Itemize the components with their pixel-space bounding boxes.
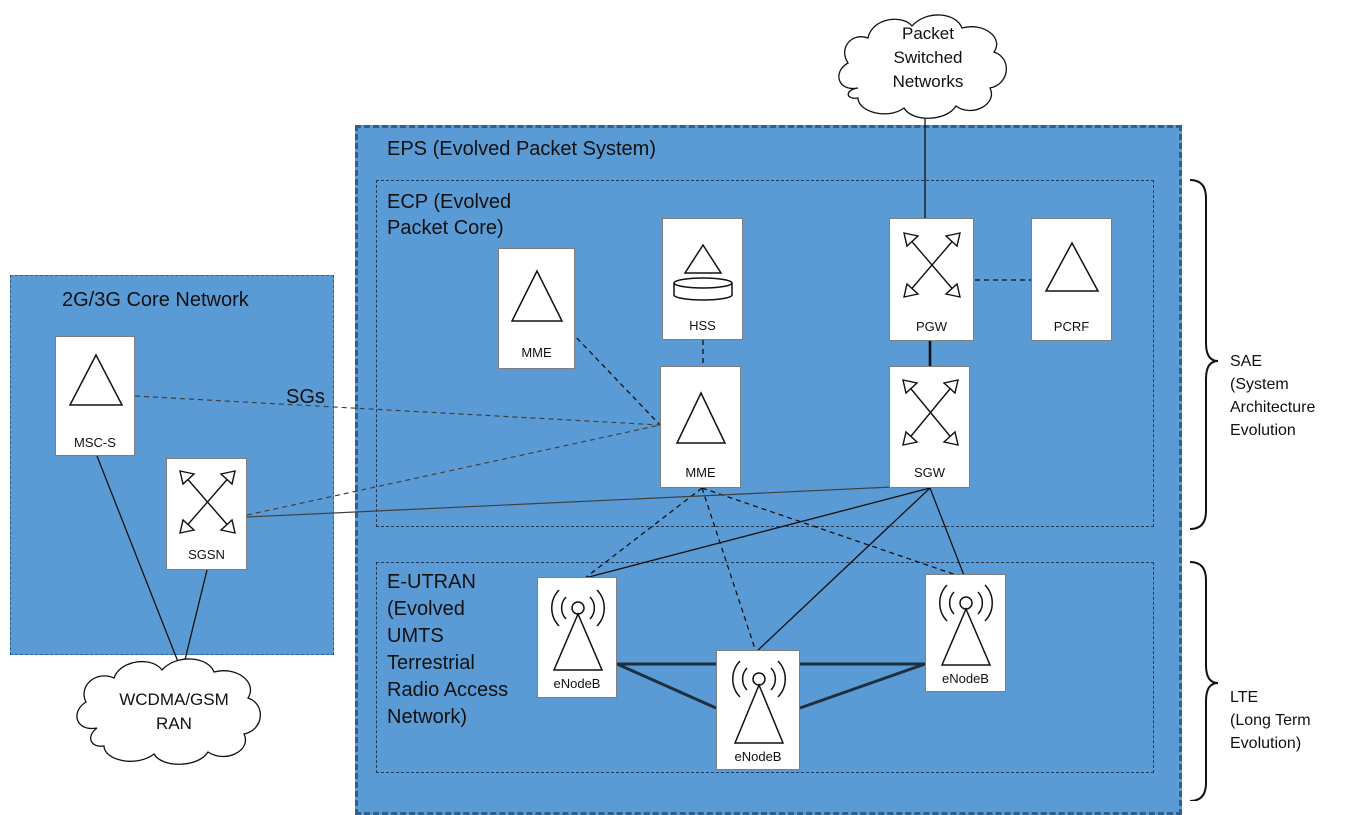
eutran-label: E-UTRAN (Evolved UMTS Terrestrial Radio … <box>387 571 509 728</box>
mme-main-label: MME <box>685 465 716 480</box>
enodeb-left-label: eNodeB <box>553 676 601 691</box>
pcrf-node[interactable]: PCRF <box>1031 218 1112 341</box>
link-sgw-enb-right <box>929 487 966 579</box>
link-mme-enb-mid <box>701 487 757 653</box>
enodeb-right-label: eNodeB <box>942 671 989 686</box>
link-sgw-enb-mid <box>755 487 931 653</box>
link-mme-left-mme <box>551 311 661 426</box>
router-cross-arrows-icon <box>179 470 236 534</box>
hss-node[interactable]: HSS <box>662 218 743 340</box>
triangle-icon <box>68 353 124 406</box>
eps-label: EPS (Evolved Packet System) <box>387 138 656 160</box>
database-triangle-icon <box>673 243 733 301</box>
link-sgw-enb-left <box>584 487 931 579</box>
antenna-tower-icon <box>939 584 993 666</box>
mme-left-node[interactable]: MME <box>498 248 575 369</box>
antenna-tower-icon <box>551 589 605 671</box>
link-sgsn-sgw <box>246 486 894 518</box>
link-enb-left-enb-mid <box>616 662 717 710</box>
enodeb-mid-node[interactable]: eNodeB <box>716 650 800 770</box>
triangle-icon <box>675 391 727 444</box>
ecp-region <box>376 180 1154 527</box>
link-sgsn-mme <box>246 424 661 516</box>
mme-left-label: MME <box>521 345 552 360</box>
enodeb-right-node[interactable]: eNodeB <box>925 574 1006 692</box>
packet-switched-networks-label: Packet Switched Networks <box>892 24 964 91</box>
sgs-interface-label: SGs <box>286 386 325 408</box>
core-2g3g-label: 2G/3G Core Network <box>62 289 249 311</box>
ecp-label: ECP (Evolved Packet Core) <box>387 191 512 239</box>
packet-switched-cloud <box>838 14 1007 119</box>
router-cross-arrows-icon <box>902 379 959 446</box>
mme-main-node[interactable]: MME <box>660 366 741 488</box>
pgw-node[interactable]: PGW <box>889 218 974 341</box>
enodeb-left-node[interactable]: eNodeB <box>537 577 617 698</box>
pgw-label: PGW <box>915 319 948 334</box>
link-mme-enb-left <box>584 487 703 579</box>
wcdma-gsm-cloud <box>76 658 261 765</box>
enodeb-mid-label: eNodeB <box>734 749 782 764</box>
lte-brace <box>1189 561 1219 801</box>
sae-label: SAE (System Architecture Evolution <box>1230 353 1316 439</box>
lte-label: LTE (Long Term Evolution) <box>1230 689 1311 752</box>
pcrf-label: PCRF <box>1053 319 1090 334</box>
sae-brace <box>1189 179 1219 530</box>
sgw-node[interactable]: SGW <box>889 366 970 488</box>
hss-label: HSS <box>689 318 716 333</box>
antenna-tower-icon <box>732 660 786 744</box>
sgw-label: SGW <box>913 465 946 480</box>
link-sgsn-ran <box>181 569 208 673</box>
triangle-icon <box>1044 241 1100 292</box>
eutran-region <box>376 562 1154 773</box>
sgsn-label: SGSN <box>188 547 225 562</box>
triangle-icon <box>510 269 564 322</box>
link-mme-enb-right <box>701 487 966 579</box>
sgsn-node[interactable]: SGSN <box>166 458 247 570</box>
link-msc-mme-sgs <box>134 395 661 426</box>
link-msc-ran <box>96 455 183 673</box>
msc-s-node[interactable]: MSC-S <box>55 336 135 456</box>
link-enb-right-enb-mid <box>799 662 926 710</box>
wcdma-gsm-ran-label: WCDMA/GSM RAN <box>119 690 229 733</box>
msc-s-label: MSC-S <box>74 435 116 450</box>
router-cross-arrows-icon <box>903 232 961 298</box>
